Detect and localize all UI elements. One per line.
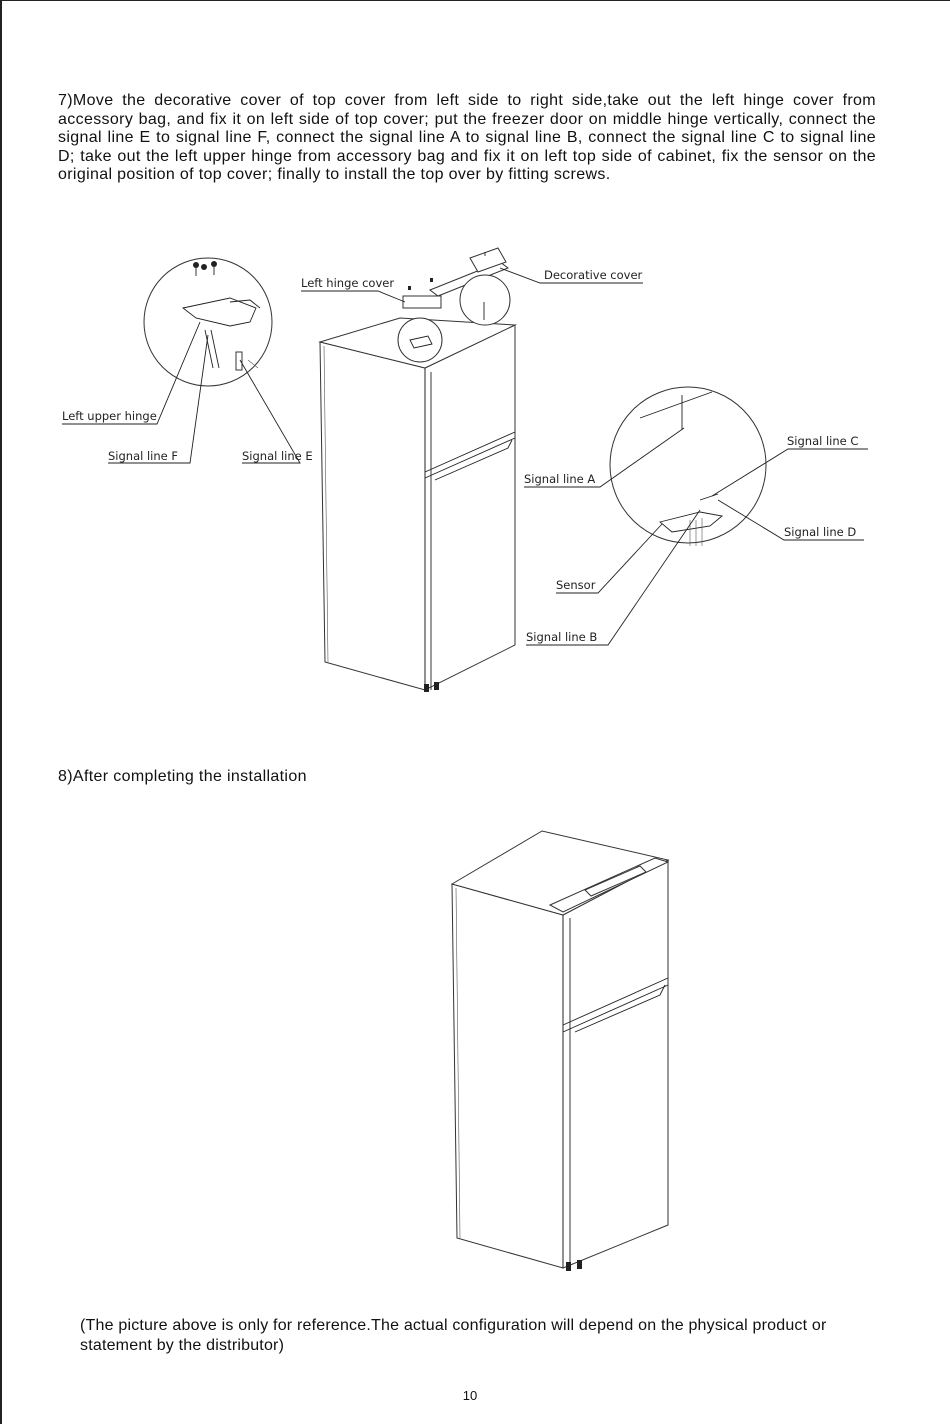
step-7-instructions: 7)Move the decorative cover of top cover… — [58, 92, 876, 184]
label-signal-line-e: Signal line E — [242, 449, 313, 463]
sensor-location-circle — [459, 274, 511, 326]
label-signal-line-a: Signal line A — [524, 472, 595, 486]
hinge-detail-circle — [143, 257, 273, 387]
label-signal-line-f: Signal line F — [108, 449, 178, 463]
refrigerator-drawing — [318, 247, 517, 692]
label-decorative-cover: Decorative cover — [544, 268, 643, 282]
label-signal-line-c: Signal line C — [787, 434, 858, 448]
installation-diagram: Left hinge cover Decorative cover Left u… — [62, 247, 868, 692]
reference-note: (The picture above is only for reference… — [80, 1317, 827, 1354]
signal-line-detail-circle — [609, 386, 767, 546]
page-number: 10 — [462, 1388, 478, 1403]
callout-leaders — [62, 267, 868, 646]
label-signal-line-b: Signal line B — [526, 630, 597, 644]
label-signal-line-d: Signal line D — [784, 525, 856, 539]
completed-refrigerator-drawing — [450, 830, 670, 1271]
label-sensor: Sensor — [556, 578, 596, 592]
label-left-upper-hinge: Left upper hinge — [62, 409, 157, 423]
step-8-heading: 8)After completing the installation — [58, 768, 307, 785]
hinge-location-circle — [397, 317, 443, 363]
label-left-hinge-cover: Left hinge cover — [301, 276, 394, 290]
